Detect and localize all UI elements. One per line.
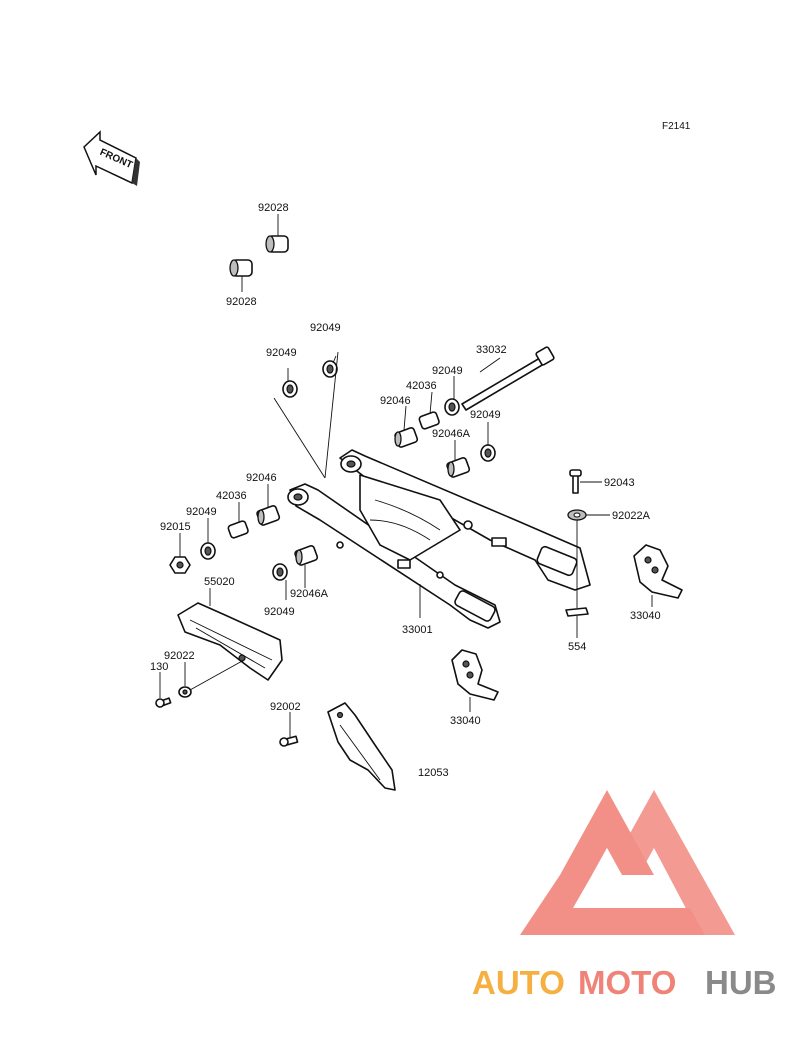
seal-92049-b-icon xyxy=(322,360,338,378)
part-label[interactable]: 130 xyxy=(150,661,168,673)
svg-text:MOTO: MOTO xyxy=(578,964,676,1001)
bushing-92046-lower-icon xyxy=(256,505,281,526)
part-label[interactable]: 33040 xyxy=(630,610,661,622)
pivot-shaft-33032-icon xyxy=(461,346,555,411)
part-label[interactable]: 92046 xyxy=(380,395,411,407)
chain-adjuster-33040-center-icon xyxy=(451,649,499,701)
watermark-text: AUTO MOTO HUB xyxy=(472,964,777,1001)
seal-92049-e-icon xyxy=(200,542,216,560)
chain-adjuster-33040-right-icon xyxy=(633,544,683,599)
part-label[interactable]: 92049 xyxy=(432,365,463,377)
part-label[interactable]: 92046A xyxy=(290,588,329,600)
svg-text:HUB: HUB xyxy=(705,964,777,1001)
part-label[interactable]: 92022 xyxy=(164,650,195,662)
bushing-92028-lower-icon xyxy=(229,259,253,277)
svg-text:AUTO: AUTO xyxy=(472,964,565,1001)
part-label[interactable]: 92049 xyxy=(310,322,341,334)
part-label[interactable]: 33040 xyxy=(450,715,481,727)
chain-guide-12053-icon xyxy=(327,702,396,791)
bushing-92046-upper-icon xyxy=(394,427,419,448)
part-label[interactable]: 42036 xyxy=(406,380,437,392)
part-label[interactable]: 554 xyxy=(568,641,586,653)
bushing-92046A-upper-icon xyxy=(446,457,471,478)
part-label[interactable]: 92002 xyxy=(270,701,301,713)
leader-lines xyxy=(159,214,653,737)
swingarm-33001-icon xyxy=(287,449,591,629)
part-label[interactable]: 92028 xyxy=(226,296,257,308)
seal-92049-f-icon xyxy=(272,563,288,581)
part-label[interactable]: 92046 xyxy=(246,472,277,484)
part-label[interactable]: 92046A xyxy=(432,428,471,440)
watermark-logo-icon xyxy=(520,790,735,935)
bushing-92028-upper-icon xyxy=(265,235,289,253)
part-label[interactable]: 92022A xyxy=(612,510,651,522)
screw-130-icon xyxy=(155,697,172,708)
collar-42036-upper-icon xyxy=(418,411,440,430)
part-label[interactable]: 92049 xyxy=(186,506,217,518)
part-label[interactable]: 33001 xyxy=(402,624,433,636)
part-label[interactable]: 92043 xyxy=(604,477,635,489)
part-label[interactable]: 55020 xyxy=(204,576,235,588)
part-label[interactable]: 42036 xyxy=(216,490,247,502)
chain-slipper-55020-icon xyxy=(177,602,283,681)
bushing-92046A-lower-icon xyxy=(294,545,319,566)
part-label[interactable]: 12053 xyxy=(418,767,449,779)
part-label[interactable]: 33032 xyxy=(476,344,507,356)
collar-42036-lower-icon xyxy=(227,520,249,539)
washer-92022-icon xyxy=(178,686,192,698)
part-label[interactable]: 92049 xyxy=(264,606,295,618)
bolt-92002-icon xyxy=(279,735,299,747)
diagram-code: F2141 xyxy=(662,121,691,132)
part-label[interactable]: 92049 xyxy=(470,409,501,421)
part-label[interactable]: 92015 xyxy=(160,521,191,533)
seal-92049-c-icon xyxy=(444,398,460,416)
part-label[interactable]: 92049 xyxy=(266,347,297,359)
seal-92049-d-icon xyxy=(480,444,496,462)
part-labels: 92028 92028 92049 92049 33032 92049 4203… xyxy=(150,202,661,779)
bolt-92043-icon xyxy=(569,469,582,494)
part-label[interactable]: 92028 xyxy=(258,202,289,214)
washer-92022A-icon xyxy=(567,509,587,521)
nut-92015-icon xyxy=(169,556,191,574)
seal-92049-a-icon xyxy=(282,380,298,398)
front-arrow-icon: FRONT xyxy=(83,130,140,186)
cotter-pin-554-icon xyxy=(565,607,589,617)
